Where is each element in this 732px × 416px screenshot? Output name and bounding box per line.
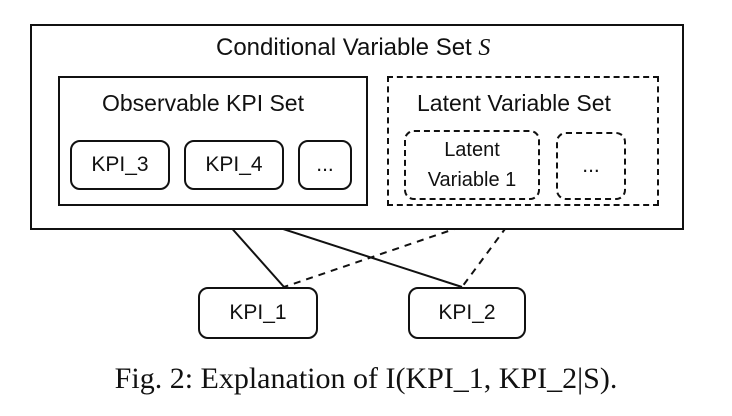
observable-kpi-set-title: Observable KPI Set [102, 90, 304, 116]
conditional-variable-set-label: Conditional Variable Set [216, 34, 472, 61]
latent-variable-1-node: Latent Variable 1 [404, 130, 540, 200]
conditional-variable-set-symbol: S [478, 35, 491, 61]
figure-caption: Fig. 2: Explanation of I(KPI_1, KPI_2|S)… [114, 362, 618, 395]
observable-more-node: ... [298, 140, 352, 190]
latent-variable-1-label: Latent Variable 1 [427, 139, 517, 191]
kpi-1-node: KPI_1 [198, 287, 318, 339]
kpi-4-node: KPI_4 [184, 140, 284, 190]
conditional-variable-set-title: Conditional Variable Set S [216, 34, 490, 62]
latent-variable-set-title: Latent Variable Set [417, 90, 611, 116]
kpi-3-node: KPI_3 [70, 140, 170, 190]
latent-more-node: ... [556, 132, 626, 200]
kpi-2-node: KPI_2 [408, 287, 526, 339]
